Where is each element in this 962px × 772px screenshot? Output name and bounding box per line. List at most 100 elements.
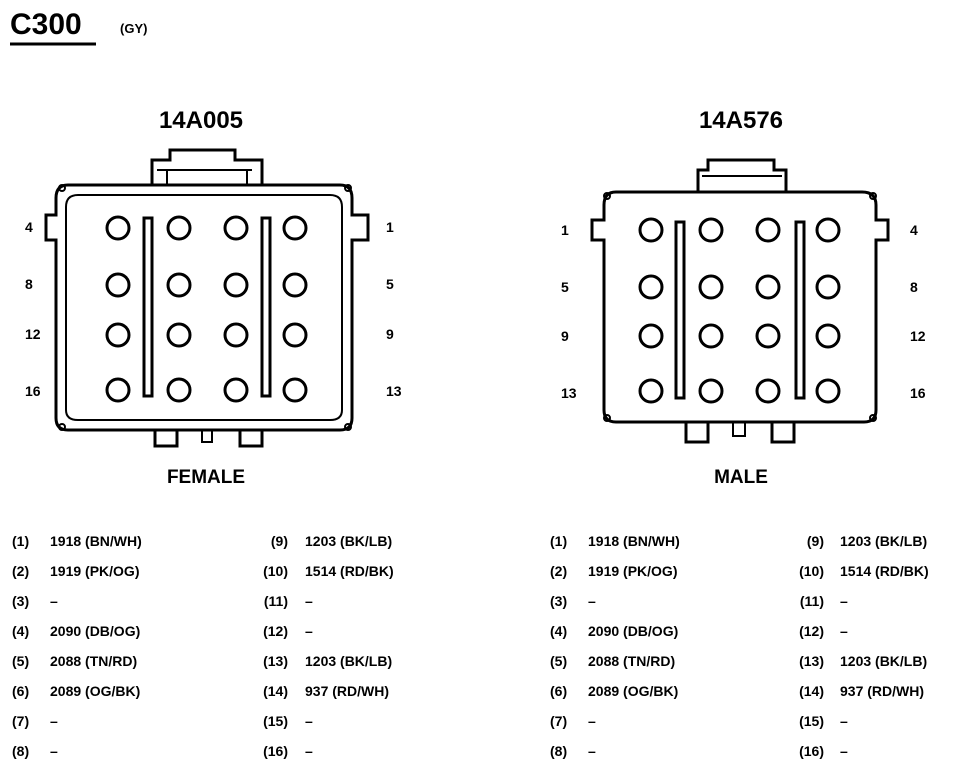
female-divider-bar <box>142 216 154 398</box>
pin-number: (11) <box>264 593 288 609</box>
male-pin-cavity <box>638 217 664 243</box>
pin-number: (2) <box>12 563 29 579</box>
male-label-left: 13 <box>561 385 577 401</box>
female-bottom-tab <box>238 428 264 448</box>
male-pin-cavity <box>755 217 781 243</box>
connector-id: C300 <box>10 8 82 41</box>
male-pin-cavity <box>815 323 841 349</box>
male-part-number: 14A576 <box>699 107 783 134</box>
pin-circuit: 1919 (PK/OG) <box>50 563 139 579</box>
pin-number: (8) <box>12 743 29 759</box>
female-label-right: 9 <box>386 326 394 342</box>
pin-circuit: 2090 (DB/OG) <box>588 623 678 639</box>
female-pin-cavity <box>282 377 308 403</box>
pin-number: (10) <box>799 563 824 579</box>
male-connector: 14A576 1 5 9 13 4 8 12 16 MALE <box>561 107 926 488</box>
male-bottom-key <box>732 421 746 437</box>
male-pin-cavity <box>815 274 841 300</box>
female-bottom-tab <box>153 428 179 448</box>
pin-circuit: 2089 (OG/BK) <box>588 683 678 699</box>
female-pin-cavity <box>105 272 131 298</box>
pin-number: (5) <box>12 653 29 669</box>
female-pin-cavity <box>282 322 308 348</box>
pin-circuit: – <box>50 743 58 759</box>
male-pin-cavity <box>638 274 664 300</box>
female-pin-cavity <box>166 272 192 298</box>
pin-assignment-tables: (1)1918 (BN/WH)(2)1919 (PK/OG)(3)–(4)209… <box>12 533 929 759</box>
pin-number: (10) <box>263 563 288 579</box>
pin-number: (12) <box>263 623 288 639</box>
pin-circuit: 937 (RD/WH) <box>840 683 924 699</box>
female-corner-mark <box>344 423 352 431</box>
pin-circuit: – <box>588 593 596 609</box>
pin-number: (15) <box>799 713 824 729</box>
pin-circuit: 1203 (BK/LB) <box>840 533 927 549</box>
pin-circuit: – <box>305 743 313 759</box>
male-pin-cavity <box>815 217 841 243</box>
pin-circuit: 2088 (TN/RD) <box>50 653 137 669</box>
male-gender-label: MALE <box>714 467 768 488</box>
female-left-labels: 4 8 12 16 <box>25 219 41 399</box>
pin-circuit: 937 (RD/WH) <box>305 683 389 699</box>
pin-circuit: – <box>840 623 848 639</box>
male-pin-cavity <box>755 378 781 404</box>
male-label-left: 5 <box>561 279 569 295</box>
female-right-labels: 1 5 9 13 <box>386 219 402 399</box>
female-label-left: 12 <box>25 326 41 342</box>
female-housing-inner <box>65 194 343 421</box>
pin-circuit: 1918 (BN/WH) <box>50 533 142 549</box>
pin-number: (14) <box>799 683 824 699</box>
female-corner-mark <box>58 184 66 192</box>
pin-number: (13) <box>263 653 288 669</box>
pin-number: (13) <box>799 653 824 669</box>
pin-circuit: – <box>305 623 313 639</box>
female-divider-bar <box>260 216 272 398</box>
pin-number: (8) <box>550 743 567 759</box>
female-pin-cavity <box>105 377 131 403</box>
male-pin-cavity <box>638 378 664 404</box>
female-connector: 14A005 4 8 12 16 1 5 9 <box>25 107 402 488</box>
male-label-left: 9 <box>561 328 569 344</box>
pin-number: (1) <box>12 533 29 549</box>
female-label-left: 4 <box>25 219 33 235</box>
pin-circuit: – <box>50 593 58 609</box>
pin-number: (16) <box>799 743 824 759</box>
male-corner-mark <box>603 414 611 422</box>
male-label-right: 4 <box>910 222 918 238</box>
pin-number: (15) <box>263 713 288 729</box>
pin-circuit: 2090 (DB/OG) <box>50 623 140 639</box>
male-divider-bar <box>674 220 686 400</box>
male-label-right: 16 <box>910 385 926 401</box>
female-bottom-key <box>201 429 213 443</box>
male-bottom-tab <box>770 420 796 444</box>
female-label-right: 13 <box>386 383 402 399</box>
pin-circuit: – <box>840 593 848 609</box>
pin-circuit: 1918 (BN/WH) <box>588 533 680 549</box>
pin-number: (6) <box>550 683 567 699</box>
female-label-right: 5 <box>386 276 394 292</box>
pin-number: (3) <box>550 593 567 609</box>
female-label-right: 1 <box>386 219 394 235</box>
pin-number: (9) <box>271 533 288 549</box>
female-part-number: 14A005 <box>159 107 243 134</box>
female-pin-cavity <box>223 215 249 241</box>
male-pin-cavity <box>815 378 841 404</box>
pin-circuit: 1203 (BK/LB) <box>305 533 392 549</box>
pin-circuit: 1919 (PK/OG) <box>588 563 677 579</box>
pin-number: (11) <box>800 593 824 609</box>
female-pin-grid <box>105 215 308 403</box>
pin-number: (9) <box>807 533 824 549</box>
female-pin-cavity <box>223 272 249 298</box>
female-pin-cavity <box>223 322 249 348</box>
female-label-left: 16 <box>25 383 41 399</box>
pin-number: (1) <box>550 533 567 549</box>
male-pin-cavity <box>698 378 724 404</box>
female-pin-cavity <box>166 377 192 403</box>
female-pin-cavity <box>105 215 131 241</box>
pin-circuit: 1203 (BK/LB) <box>840 653 927 669</box>
female-housing <box>44 183 370 432</box>
male-pin-grid <box>638 217 841 404</box>
pin-number: (3) <box>12 593 29 609</box>
female-corner-mark <box>344 184 352 192</box>
